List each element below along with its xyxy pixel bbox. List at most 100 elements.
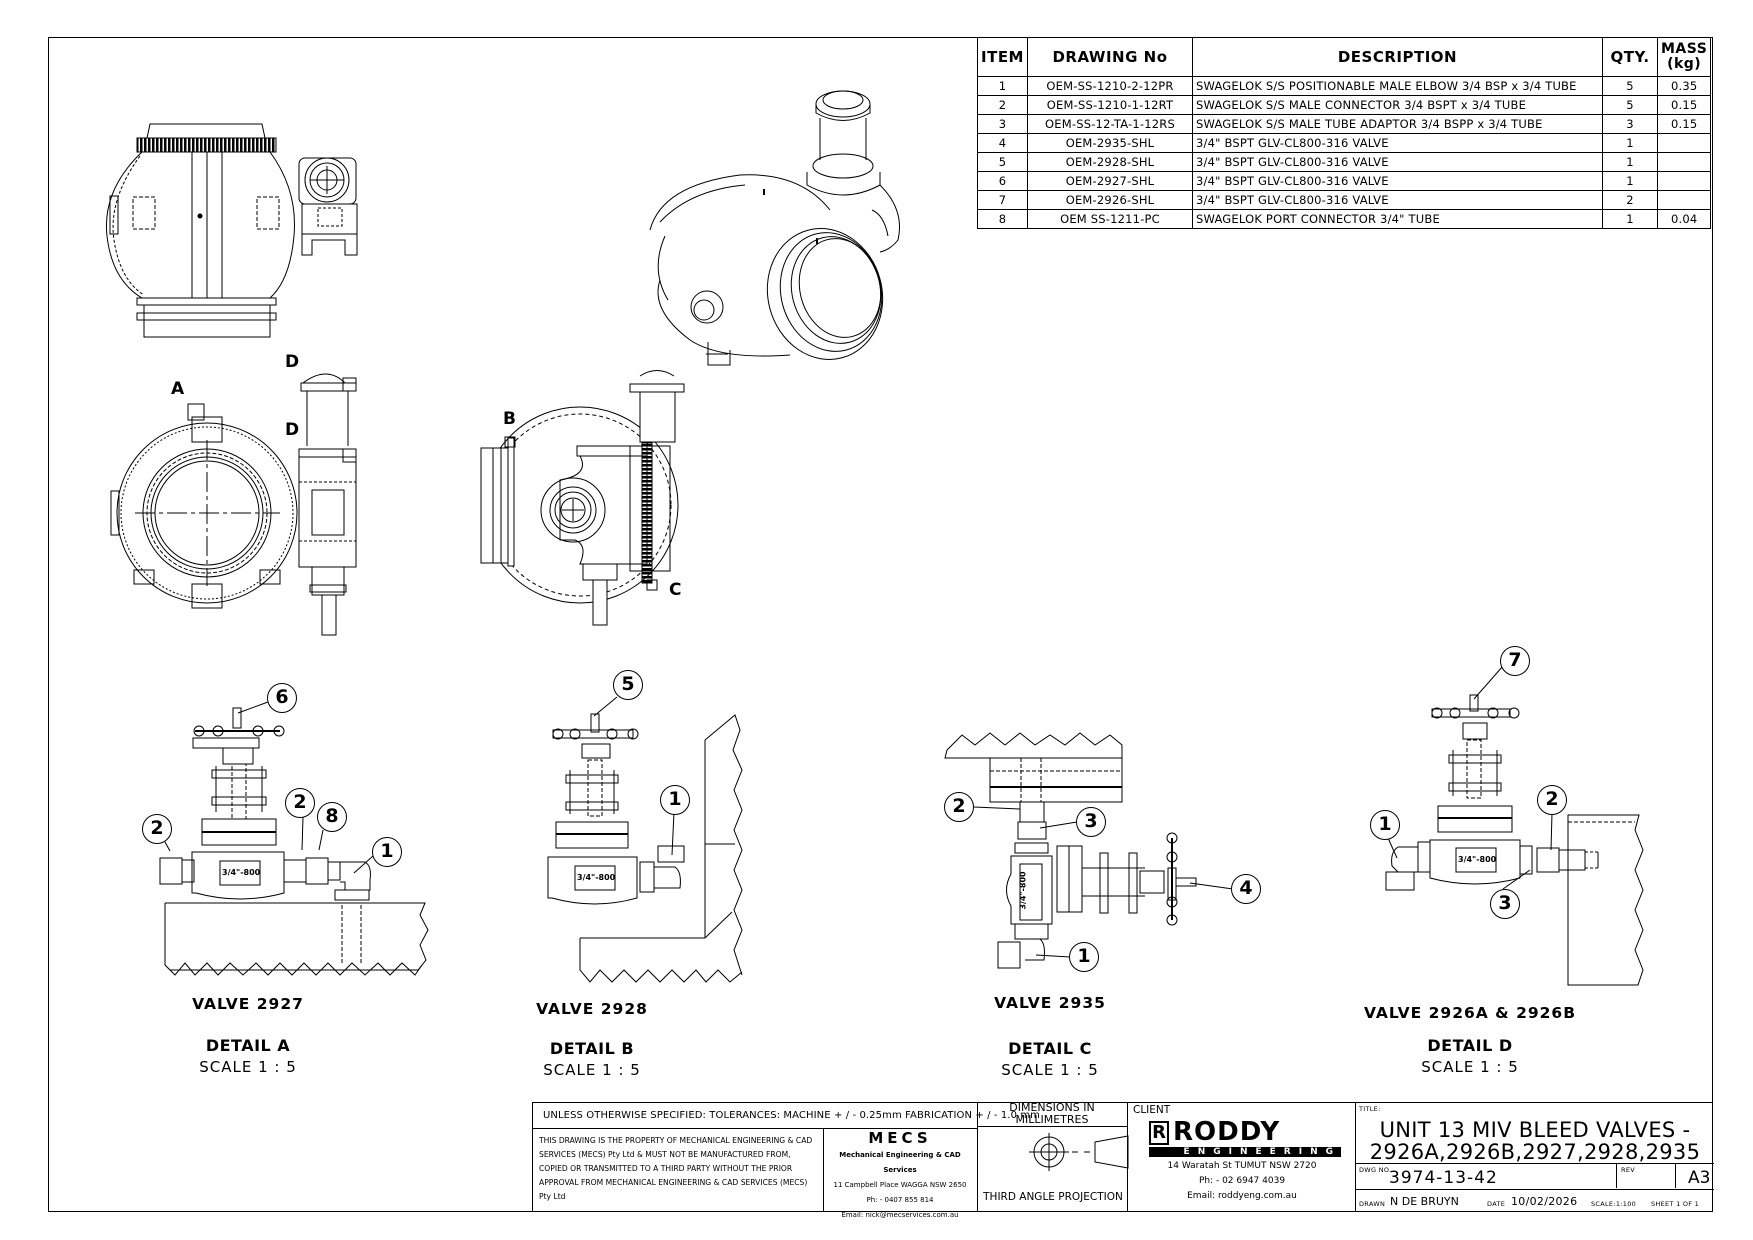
drawing-scale: SCALE:1:100 bbox=[1591, 1200, 1637, 1208]
detail-a-drawing bbox=[160, 702, 428, 975]
detail-b-title: DETAIL B bbox=[549, 1039, 635, 1058]
balloon-item-4: 4 bbox=[1231, 874, 1261, 904]
client-phone: Ph: - 02 6947 4039 bbox=[1198, 1176, 1286, 1186]
detail-d-valve-title: VALVE 2926A & 2926B bbox=[1363, 1004, 1577, 1022]
miv-side-view-b bbox=[481, 371, 684, 626]
bom-cell-mass: 0.15 bbox=[1656, 114, 1712, 134]
bom-cell-drawing-no: OEM-2935-SHL bbox=[1027, 133, 1193, 153]
view-marker-b: B bbox=[503, 409, 516, 429]
roddy-logo-mark: R bbox=[1149, 1121, 1169, 1145]
roddy-logo-main: RODDY bbox=[1173, 1117, 1281, 1147]
sheet-number: SHEET 1 OF 1 bbox=[1651, 1200, 1700, 1208]
bom-cell-qty: 1 bbox=[1602, 152, 1658, 172]
bom-cell-mass: 0.04 bbox=[1656, 209, 1712, 229]
miv-isometric-view bbox=[650, 91, 900, 373]
balloon-item-2: 2 bbox=[142, 814, 172, 844]
detail-d-drawing bbox=[1386, 666, 1643, 985]
mecs-logo: MECS bbox=[868, 1129, 932, 1147]
balloon-item-3: 3 bbox=[1076, 807, 1106, 837]
bom-header-drawing-no: DRAWING No bbox=[1027, 37, 1193, 77]
bom-cell-mass bbox=[1656, 133, 1712, 153]
view-marker-c: C bbox=[669, 580, 682, 600]
detail-b-scale: SCALE 1 : 5 bbox=[543, 1061, 641, 1079]
dwg-no-label: DWG NO. bbox=[1359, 1166, 1392, 1174]
bom-cell-drawing-no: OEM-2927-SHL bbox=[1027, 171, 1193, 191]
balloon-item-7: 7 bbox=[1500, 646, 1530, 676]
valve-body-marking: 3/4"-800 bbox=[1018, 871, 1028, 910]
roddy-logo-sub: ENGINEERING bbox=[1149, 1147, 1341, 1157]
mecs-contact: Mechanical Engineering & CAD Services 11… bbox=[825, 1148, 975, 1223]
valve-body-marking: 3/4"-800 bbox=[1458, 855, 1497, 864]
bom-cell-item: 3 bbox=[977, 114, 1028, 134]
bom-header-row: ITEM DRAWING No DESCRIPTION QTY. MASS(kg… bbox=[977, 37, 1712, 77]
bom-cell-qty: 3 bbox=[1602, 114, 1658, 134]
bom-cell-qty: 1 bbox=[1602, 171, 1658, 191]
projection-label: THIRD ANGLE PROJECTION bbox=[983, 1191, 1123, 1203]
third-angle-projection-symbol bbox=[1029, 1133, 1128, 1171]
client-address: 14 Waratah St TUMUT NSW 2720 bbox=[1167, 1161, 1317, 1171]
client-email: Email: roddyeng.com.au bbox=[1187, 1191, 1297, 1201]
bom-cell-description: SWAGELOK S/S MALE TUBE ADAPTOR 3/4 BSPP … bbox=[1192, 114, 1603, 134]
property-notice: THIS DRAWING IS THE PROPERTY OF MECHANIC… bbox=[539, 1136, 813, 1201]
detail-d-title: DETAIL D bbox=[1427, 1036, 1513, 1055]
bom-cell-drawing-no: OEM-2926-SHL bbox=[1027, 190, 1193, 210]
bom-cell-description: SWAGELOK PORT CONNECTOR 3/4" TUBE bbox=[1192, 209, 1603, 229]
drawing-title-line1: UNIT 13 MIV BLEED VALVES - bbox=[1379, 1118, 1691, 1142]
balloon-item-2: 2 bbox=[944, 792, 974, 822]
balloon-item-5: 5 bbox=[613, 670, 643, 700]
bom-cell-qty: 5 bbox=[1602, 95, 1658, 115]
rev-label: REV bbox=[1621, 1166, 1635, 1174]
detail-c-scale: SCALE 1 : 5 bbox=[1001, 1061, 1099, 1079]
mecs-address: 11 Campbell Place WAGGA NSW 2650 bbox=[833, 1181, 967, 1189]
bom-cell-drawing-no: OEM-SS-12-TA-1-12RS bbox=[1027, 114, 1193, 134]
detail-c-title: DETAIL C bbox=[1008, 1039, 1092, 1058]
mecs-phone: Ph: - 0407 855 814 bbox=[866, 1196, 934, 1204]
bom-cell-qty: 1 bbox=[1602, 209, 1658, 229]
title-label: TITLE: bbox=[1359, 1105, 1381, 1113]
bom-cell-item: 7 bbox=[977, 190, 1028, 210]
title-block: UNLESS OTHERWISE SPECIFIED: TOLERANCES: … bbox=[532, 1101, 1714, 1219]
bom-header-description: DESCRIPTION bbox=[1192, 37, 1603, 77]
balloon-item-3: 3 bbox=[1490, 889, 1520, 919]
bom-cell-item: 2 bbox=[977, 95, 1028, 115]
dimensions-line2: MILLIMETRES bbox=[1015, 1112, 1089, 1126]
bom-cell-drawing-no: OEM-SS-1210-2-12PR bbox=[1027, 76, 1193, 96]
drawing-title-line2: 2926A,2926B,2927,2928,2935 bbox=[1369, 1140, 1701, 1164]
bill-of-materials-table: ITEM DRAWING No DESCRIPTION QTY. MASS(kg… bbox=[977, 37, 1712, 229]
revision: A3 bbox=[1688, 1168, 1711, 1188]
detail-d-scale: SCALE 1 : 5 bbox=[1421, 1058, 1519, 1076]
detail-c-drawing bbox=[945, 733, 1233, 968]
drawing-date: 10/02/2026 bbox=[1511, 1195, 1578, 1208]
bom-cell-description: 3/4" BSPT GLV-CL800-316 VALVE bbox=[1192, 133, 1603, 153]
bom-cell-description: SWAGELOK S/S MALE CONNECTOR 3/4 BSPT x 3… bbox=[1192, 95, 1603, 115]
bom-cell-description: 3/4" BSPT GLV-CL800-316 VALVE bbox=[1192, 171, 1603, 191]
miv-side-view-a bbox=[111, 374, 356, 635]
valve-body-marking: 3/4"-800 bbox=[222, 868, 261, 877]
bom-cell-description: 3/4" BSPT GLV-CL800-316 VALVE bbox=[1192, 190, 1603, 210]
client-label: CLIENT bbox=[1133, 1104, 1171, 1116]
detail-a-title: DETAIL A bbox=[205, 1036, 291, 1055]
bom-header-mass: MASS(kg) bbox=[1656, 37, 1712, 77]
drawn-by: N DE BRUYN bbox=[1390, 1195, 1459, 1208]
balloon-item-2: 2 bbox=[1537, 785, 1567, 815]
view-marker-d-top: D bbox=[285, 352, 300, 372]
balloon-item-6: 6 bbox=[267, 683, 297, 713]
balloon-item-1: 1 bbox=[1069, 942, 1099, 972]
bom-cell-item: 4 bbox=[977, 133, 1028, 153]
bom-cell-drawing-no: OEM-SS-1210-1-12RT bbox=[1027, 95, 1193, 115]
bom-header-mass-line2: (kg) bbox=[1667, 56, 1702, 72]
bom-cell-drawing-no: OEM-2928-SHL bbox=[1027, 152, 1193, 172]
dimensions-line1: DIMENSIONS IN bbox=[1009, 1101, 1095, 1114]
bom-cell-item: 5 bbox=[977, 152, 1028, 172]
bom-cell-description: SWAGELOK S/S POSITIONABLE MALE ELBOW 3/4… bbox=[1192, 76, 1603, 96]
detail-b-valve-title: VALVE 2928 bbox=[536, 1000, 648, 1018]
bom-cell-description: 3/4" BSPT GLV-CL800-316 VALVE bbox=[1192, 152, 1603, 172]
balloon-item-1: 1 bbox=[372, 837, 402, 867]
